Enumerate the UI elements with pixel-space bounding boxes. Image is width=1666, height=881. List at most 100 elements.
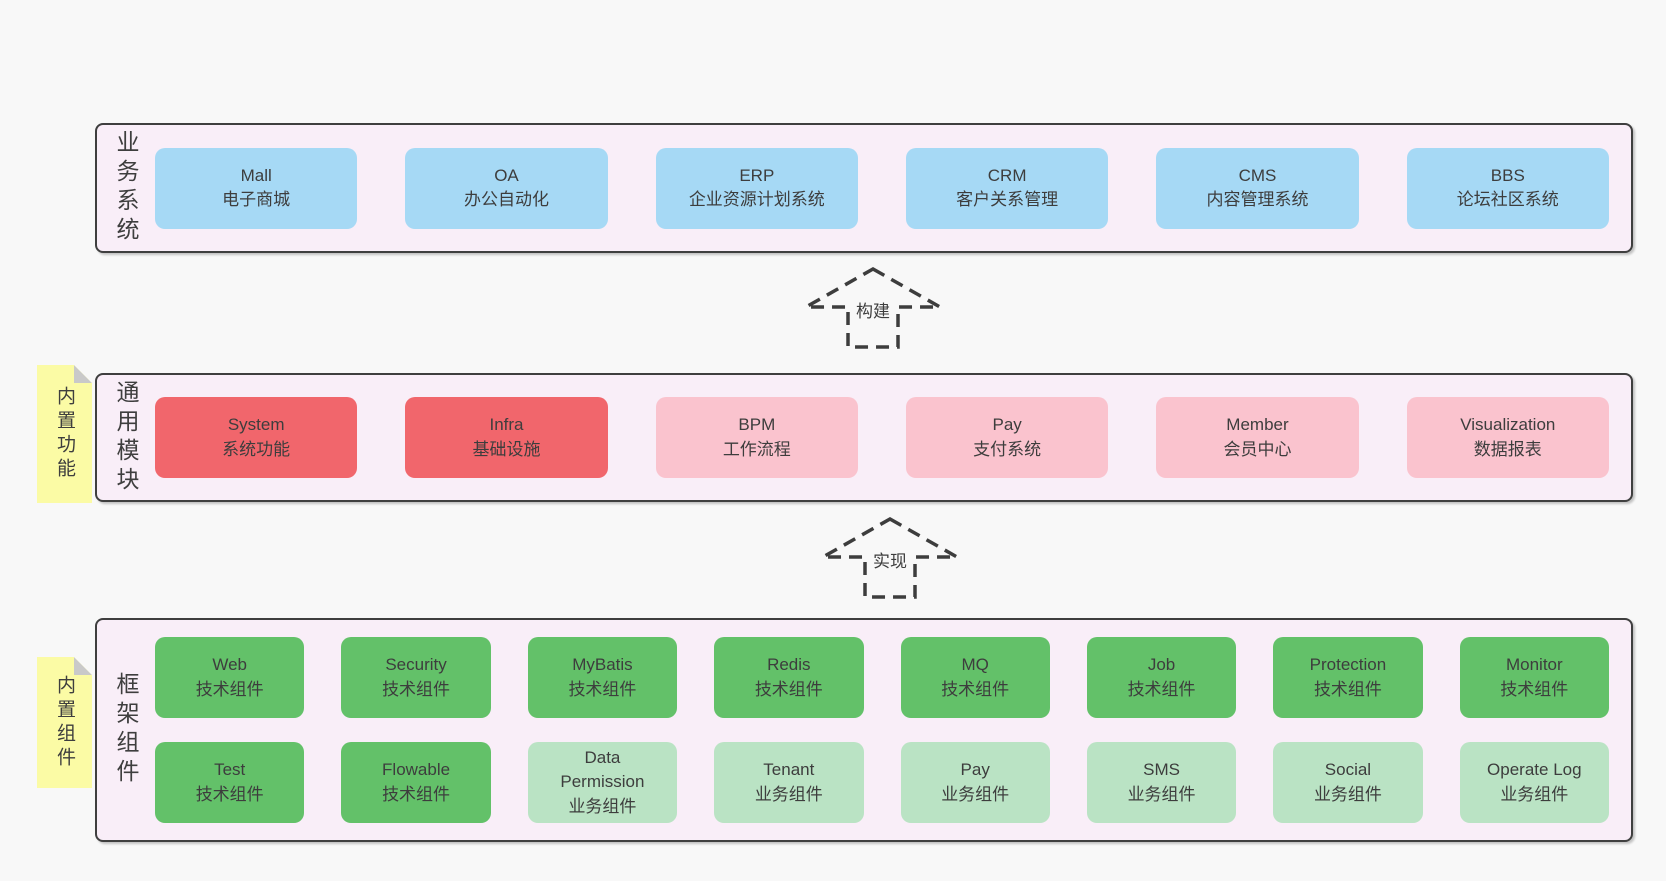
box-subtitle: 技术组件 — [568, 679, 637, 699]
framework-row-2: Test 技术组件 Flowable 技术组件 Data Permission … — [155, 742, 1609, 823]
arrow-implement: 实现 — [820, 516, 960, 600]
box-subtitle: 技术组件 — [382, 784, 451, 804]
box-subtitle: 业务组件 — [1313, 784, 1382, 804]
box-subtitle: 技术组件 — [195, 679, 264, 699]
box-subtitle: 电子商城 — [222, 190, 291, 209]
box-redis: Redis 技术组件 — [714, 637, 864, 718]
box-subtitle: 系统功能 — [222, 439, 291, 459]
panel-common-modules: 通用模块 System 系统功能 Infra 基础设施 BPM 工作流程 Pay… — [95, 373, 1633, 502]
box-title: Social — [1324, 760, 1372, 780]
up-arrow-icon — [820, 516, 960, 599]
box-subtitle: 办公自动化 — [463, 190, 549, 209]
box-title: Redis — [767, 655, 811, 675]
box-subtitle: 论坛社区系统 — [1456, 190, 1559, 209]
box-member: Member 会员中心 — [1156, 397, 1359, 478]
box-title: BBS — [1490, 165, 1525, 185]
framework-boxes: Web 技术组件 Security 技术组件 MyBatis 技术组件 Redi… — [155, 620, 1631, 840]
box-subtitle: 工作流程 — [722, 439, 791, 459]
box-title: Security — [385, 655, 447, 675]
box-subtitle: 支付系统 — [973, 439, 1042, 459]
box-protection: Protection 技术组件 — [1273, 637, 1423, 718]
box-title: System — [227, 415, 285, 435]
folded-corner-icon — [74, 657, 92, 675]
box-monitor: Monitor 技术组件 — [1459, 637, 1609, 718]
box-title: Pay — [960, 760, 990, 780]
box-test: Test 技术组件 — [155, 742, 305, 823]
box-title: SMS — [1143, 760, 1180, 780]
box-subtitle: 技术组件 — [754, 679, 823, 699]
box-security: Security 技术组件 — [341, 637, 491, 718]
box-mq: MQ 技术组件 — [900, 637, 1050, 718]
panel-framework-label: 框架组件 — [97, 620, 155, 840]
box-system: System 系统功能 — [155, 397, 358, 478]
box-title: Visualization — [1460, 415, 1556, 435]
box-bbs: BBS 论坛社区系统 — [1406, 147, 1609, 229]
box-subtitle: 业务组件 — [1127, 784, 1196, 804]
business-boxes: Mall 电子商城 OA 办公自动化 ERP 企业资源计划系统 CRM 客户关系… — [155, 125, 1631, 251]
box-title: Test — [214, 760, 246, 780]
box-title: MyBatis — [572, 655, 633, 675]
box-title: Job — [1147, 655, 1176, 675]
box-pay-module: Pay 支付系统 — [905, 397, 1109, 478]
box-job: Job 技术组件 — [1086, 637, 1237, 718]
box-subtitle: 技术组件 — [195, 784, 264, 804]
box-title: ERP — [739, 165, 775, 185]
box-bpm: BPM 工作流程 — [655, 397, 858, 478]
box-title: OA — [494, 165, 519, 185]
box-title: Pay — [992, 415, 1022, 435]
box-subtitle: 技术组件 — [1500, 679, 1569, 699]
folded-corner-icon — [74, 365, 92, 383]
box-infra: Infra 基础设施 — [405, 397, 608, 478]
box-data-permission: Data Permission 业务组件 — [527, 742, 678, 823]
module-boxes: System 系统功能 Infra 基础设施 BPM 工作流程 Pay 支付系统… — [155, 375, 1631, 500]
box-title: Operate Log — [1487, 760, 1582, 780]
panel-business-systems: 业务系统 Mall 电子商城 OA 办公自动化 ERP 企业资源计划系统 CRM… — [95, 123, 1633, 253]
box-mall: Mall 电子商城 — [155, 147, 358, 229]
box-subtitle: 业务组件 — [1500, 784, 1569, 804]
box-subtitle: 技术组件 — [941, 679, 1010, 699]
box-title: Member — [1226, 415, 1289, 435]
box-tenant: Tenant 业务组件 — [714, 742, 864, 823]
box-title: BPM — [738, 415, 776, 435]
box-subtitle: 会员中心 — [1223, 439, 1292, 459]
box-subtitle: 技术组件 — [1127, 679, 1196, 699]
box-title: Tenant — [763, 760, 815, 780]
box-subtitle: 技术组件 — [382, 679, 451, 699]
panel-framework-components: 框架组件 Web 技术组件 Security 技术组件 MyBatis 技术组件… — [95, 618, 1633, 842]
arrow-implement-label: 实现 — [871, 547, 909, 572]
arrow-build: 构建 — [803, 266, 943, 350]
box-subtitle: 企业资源计划系统 — [688, 190, 825, 209]
box-title: Protection — [1309, 655, 1387, 675]
framework-row-1: Web 技术组件 Security 技术组件 MyBatis 技术组件 Redi… — [155, 637, 1609, 718]
box-title: Flowable — [382, 760, 451, 780]
up-arrow-icon — [803, 266, 943, 349]
note-text: 内置组件 — [54, 674, 75, 771]
box-operate-log: Operate Log 业务组件 — [1459, 742, 1609, 823]
panel-business-label: 业务系统 — [97, 125, 155, 251]
panel-label-text: 通用模块 — [113, 379, 139, 496]
box-web: Web 技术组件 — [155, 637, 305, 718]
box-title: MQ — [961, 655, 989, 675]
box-subtitle: 基础设施 — [472, 439, 541, 459]
box-title: Mall — [240, 165, 272, 185]
note-built-in-features: 内置功能 — [37, 365, 92, 503]
box-title: Monitor — [1505, 655, 1563, 675]
box-subtitle: 内容管理系统 — [1206, 190, 1309, 209]
arrow-build-label: 构建 — [854, 297, 892, 322]
box-flowable: Flowable 技术组件 — [341, 742, 491, 823]
box-mybatis: MyBatis 技术组件 — [527, 637, 678, 718]
box-visualization: Visualization 数据报表 — [1406, 397, 1609, 478]
box-subtitle: 技术组件 — [1313, 679, 1382, 699]
box-title: CMS — [1238, 165, 1277, 185]
box-subtitle: 数据报表 — [1473, 439, 1542, 459]
box-title: Web — [212, 655, 248, 675]
box-subtitle: 业务组件 — [754, 784, 823, 804]
panel-modules-label: 通用模块 — [97, 375, 155, 500]
box-crm: CRM 客户关系管理 — [905, 147, 1109, 229]
box-title: CRM — [987, 165, 1027, 185]
box-subtitle: 客户关系管理 — [956, 190, 1059, 209]
box-title: Data Permission — [560, 748, 645, 792]
box-pay-component: Pay 业务组件 — [900, 742, 1050, 823]
box-title: Infra — [489, 415, 524, 435]
panel-label-text: 业务系统 — [113, 130, 139, 246]
